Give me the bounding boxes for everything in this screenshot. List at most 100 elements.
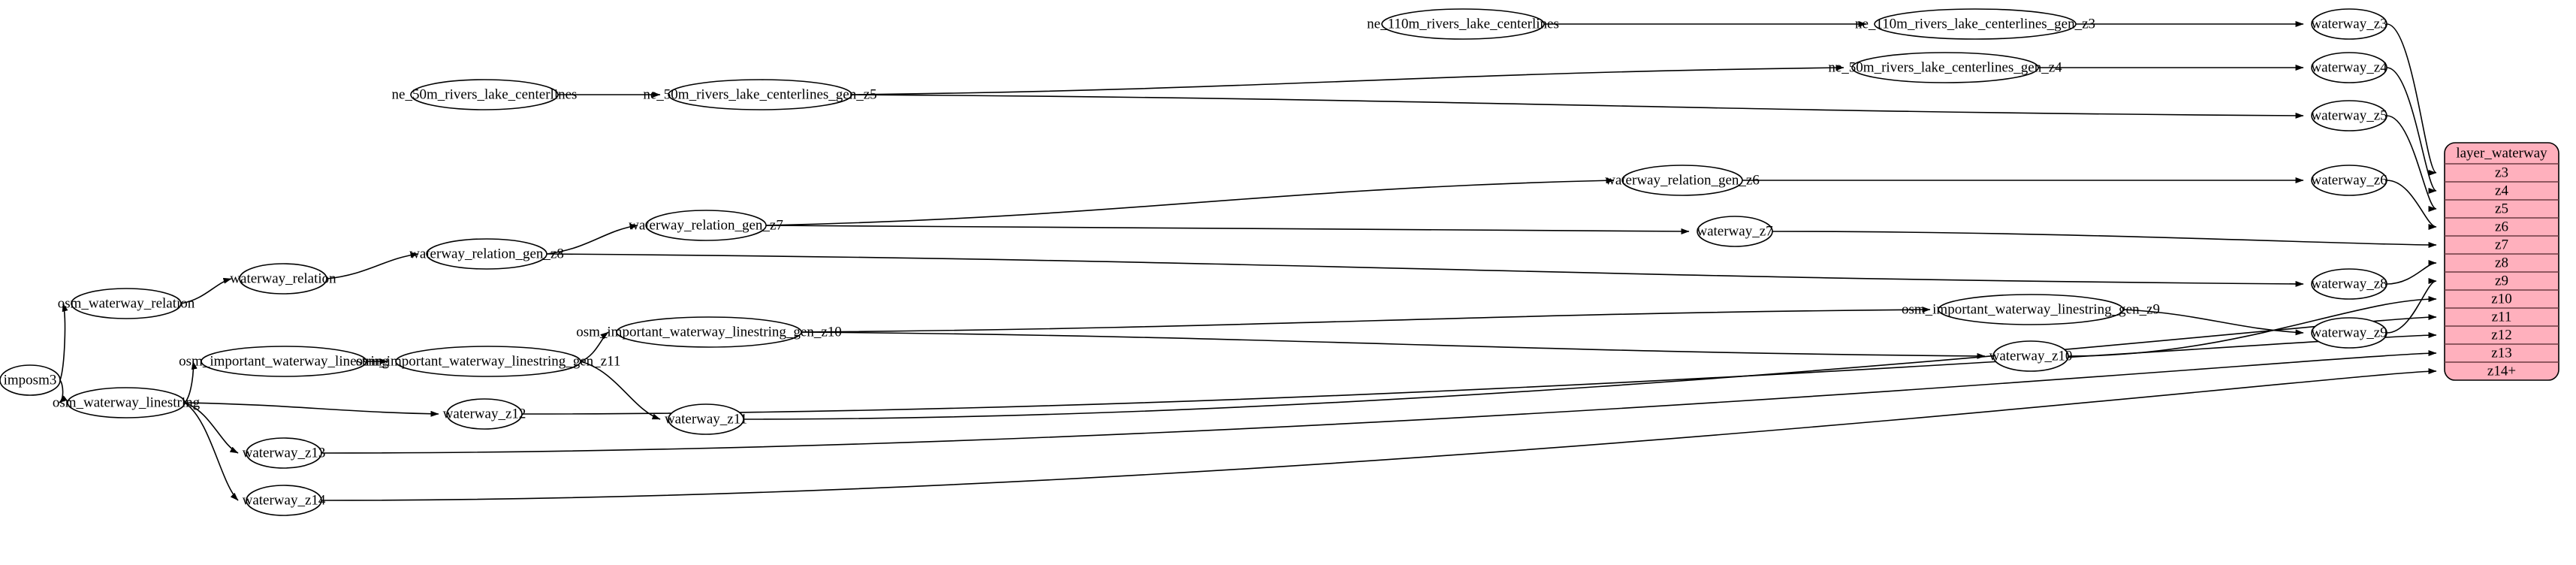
node-ellipse [2311, 52, 2387, 83]
node-ellipse [1621, 165, 1743, 196]
node-waterway_z4[interactable]: waterway_z4 [2311, 52, 2387, 83]
node-label: waterway_z10 [1989, 348, 2073, 364]
node-waterway_z11[interactable]: waterway_z11 [665, 403, 747, 435]
node-ellipse [1874, 8, 2077, 40]
edge-osm_waterway_linestring-to-waterway_z14 [184, 402, 239, 501]
node-ellipse [2311, 8, 2387, 40]
table-row-label-z4: z4 [2495, 183, 2508, 198]
node-waterway_z14[interactable]: waterway_z14 [243, 485, 326, 516]
edge-waterway_z6-to-layer_waterway.z6 [2386, 180, 2437, 230]
node-label: waterway_relation_gen_z8 [409, 246, 564, 261]
table-row-label-z9: z9 [2495, 273, 2508, 289]
node-label: waterway_z8 [2311, 276, 2387, 292]
node-ne_50m_rivers_lake_centerlines_gen_z4[interactable]: ne_50m_rivers_lake_centerlines_gen_z4 [1828, 52, 2062, 83]
node-label: osm_important_waterway_linestring_gen_z1… [356, 353, 621, 369]
node-ellipse [410, 79, 559, 110]
node-ne_50m_rivers_lake_centerlines[interactable]: ne_50m_rivers_lake_centerlines [392, 79, 578, 110]
edge-waterway_z13-to-layer_waterway.z13 [321, 350, 2437, 454]
node-osm_important_waterway_linestring[interactable]: osm_important_waterway_linestring [179, 346, 389, 377]
edge-ne_50m_rivers_lake_centerlines_gen_z5-to-ne_50m_rivers_lake_centerlines_gen_z4 [851, 65, 1845, 95]
node-waterway_z10[interactable]: waterway_z10 [1989, 340, 2073, 372]
node-ellipse [395, 346, 581, 377]
node-waterway_z8[interactable]: waterway_z8 [2311, 268, 2387, 300]
node-osm_waterway_linestring[interactable]: osm_waterway_linestring [53, 387, 201, 418]
edge-waterway_z3-to-layer_waterway.z3 [2386, 23, 2437, 176]
node-ellipse [1697, 216, 1773, 247]
node-label: osm_important_waterway_linestring_gen_z9 [1902, 301, 2160, 317]
node-ne_50m_rivers_lake_centerlines_gen_z5[interactable]: ne_50m_rivers_lake_centerlines_gen_z5 [643, 79, 877, 110]
node-waterway_z5[interactable]: waterway_z5 [2311, 100, 2387, 131]
edge-waterway_z5-to-layer_waterway.z5 [2386, 115, 2437, 212]
edge-waterway_z8-to-layer_waterway.z8 [2386, 260, 2437, 285]
node-imposm3[interactable]: imposm3 [0, 364, 61, 396]
node-ellipse [0, 364, 61, 396]
edge-osm_important_waterway_linestring_gen_z11-to-waterway_z11 [580, 361, 661, 420]
node-label: waterway_z13 [243, 445, 326, 461]
node-ne_110m_rivers_lake_centerlines_gen_z3[interactable]: ne_110m_rivers_lake_centerlines_gen_z3 [1855, 8, 2095, 40]
node-label: ne_110m_rivers_lake_centerlines [1367, 16, 1559, 32]
node-ellipse [246, 485, 322, 516]
node-label: waterway_z14 [243, 492, 326, 508]
node-osm_waterway_relation[interactable]: osm_waterway_relation [58, 288, 195, 319]
node-waterway_z13[interactable]: waterway_z13 [243, 437, 326, 469]
table-row-label-z5: z5 [2495, 201, 2508, 216]
node-label: waterway_z11 [665, 411, 747, 427]
node-ellipse [668, 79, 852, 110]
node-label: ne_50m_rivers_lake_centerlines [392, 86, 578, 102]
table-header-label: layer_waterway [2456, 145, 2547, 161]
node-label: waterway_z3 [2311, 16, 2387, 32]
layer-waterway-table[interactable]: layer_waterwayz3z4z5z6z7z8z9z10z11z12z13… [2444, 142, 2559, 381]
node-label: osm_important_waterway_linestring_gen_z1… [576, 324, 842, 340]
table-row-label-z8: z8 [2495, 255, 2508, 270]
node-ellipse [668, 403, 744, 435]
node-ne_110m_rivers_lake_centerlines[interactable]: ne_110m_rivers_lake_centerlines [1367, 8, 1559, 40]
node-waterway_z3[interactable]: waterway_z3 [2311, 8, 2387, 40]
node-waterway_z6[interactable]: waterway_z6 [2311, 165, 2387, 196]
table-row-label-z10: z10 [2491, 291, 2511, 307]
node-waterway_relation_gen_z6[interactable]: waterway_relation_gen_z6 [1605, 165, 1760, 196]
edge-osm_important_waterway_linestring_gen_z9-to-waterway_z9 [2122, 309, 2304, 336]
node-label: imposm3 [4, 372, 57, 388]
node-label: waterway_z9 [2311, 325, 2387, 340]
node-ellipse [446, 398, 523, 430]
node-ellipse [201, 346, 367, 377]
node-label: waterway_relation_gen_z6 [1605, 172, 1760, 188]
edge-ne_50m_rivers_lake_centerlines_gen_z5-to-waterway_z5 [851, 94, 2304, 119]
node-waterway_relation_gen_z7[interactable]: waterway_relation_gen_z7 [629, 210, 783, 241]
edge-osm_important_waterway_linestring_gen_z10-to-waterway_z10 [801, 331, 1986, 359]
node-ellipse [2311, 317, 2387, 349]
table-row-label-z3: z3 [2495, 165, 2508, 180]
node-waterway_z9[interactable]: waterway_z9 [2311, 317, 2387, 349]
node-label: ne_110m_rivers_lake_centerlines_gen_z3 [1855, 16, 2095, 32]
node-label: waterway_relation_gen_z7 [629, 217, 783, 233]
node-label: osm_waterway_linestring [53, 394, 201, 410]
edge-waterway_z7-to-layer_waterway.z7 [1772, 231, 2437, 248]
node-osm_important_waterway_linestring_gen_z10[interactable]: osm_important_waterway_linestring_gen_z1… [576, 316, 842, 348]
node-ellipse [616, 316, 802, 348]
edge-waterway_relation-to-waterway_relation_gen_z8 [326, 252, 419, 279]
node-waterway_relation_gen_z8[interactable]: waterway_relation_gen_z8 [409, 238, 564, 270]
node-label: ne_50m_rivers_lake_centerlines_gen_z5 [643, 86, 876, 102]
edge-osm_waterway_linestring-to-waterway_z13 [184, 402, 239, 454]
node-ellipse [1381, 8, 1545, 40]
node-waterway_z12[interactable]: waterway_z12 [443, 398, 526, 430]
edge-waterway_z14-to-layer_waterway.z14+ [321, 368, 2437, 501]
table-row-label-z12: z12 [2491, 327, 2511, 343]
edge-osm_important_waterway_linestring_gen_z10-to-osm_important_waterway_linestring_gen_z9 [801, 307, 1931, 333]
node-waterway_relation[interactable]: waterway_relation [230, 263, 336, 295]
node-ellipse [1851, 52, 2039, 83]
edge-osm_important_waterway_linestring_gen_z11-to-osm_important_waterway_linestring_gen_z10 [580, 331, 609, 362]
node-ellipse [2311, 165, 2387, 196]
node-waterway_z7[interactable]: waterway_z7 [1697, 216, 1773, 247]
node-ellipse [71, 288, 182, 319]
node-osm_important_waterway_linestring_gen_z9[interactable]: osm_important_waterway_linestring_gen_z9 [1902, 294, 2160, 325]
edge-waterway_z4-to-layer_waterway.z4 [2386, 67, 2437, 194]
node-ellipse [1938, 294, 2124, 325]
edge-waterway_relation_gen_z8-to-waterway_z8 [546, 253, 2304, 287]
edge-osm_waterway_relation-to-waterway_relation [180, 277, 232, 304]
edge-imposm3-to-osm_waterway_relation [59, 303, 68, 381]
node-osm_important_waterway_linestring_gen_z11[interactable]: osm_important_waterway_linestring_gen_z1… [356, 346, 621, 377]
node-ellipse [246, 437, 322, 469]
edge-waterway_relation_gen_z7-to-waterway_relation_gen_z6 [765, 177, 1615, 226]
